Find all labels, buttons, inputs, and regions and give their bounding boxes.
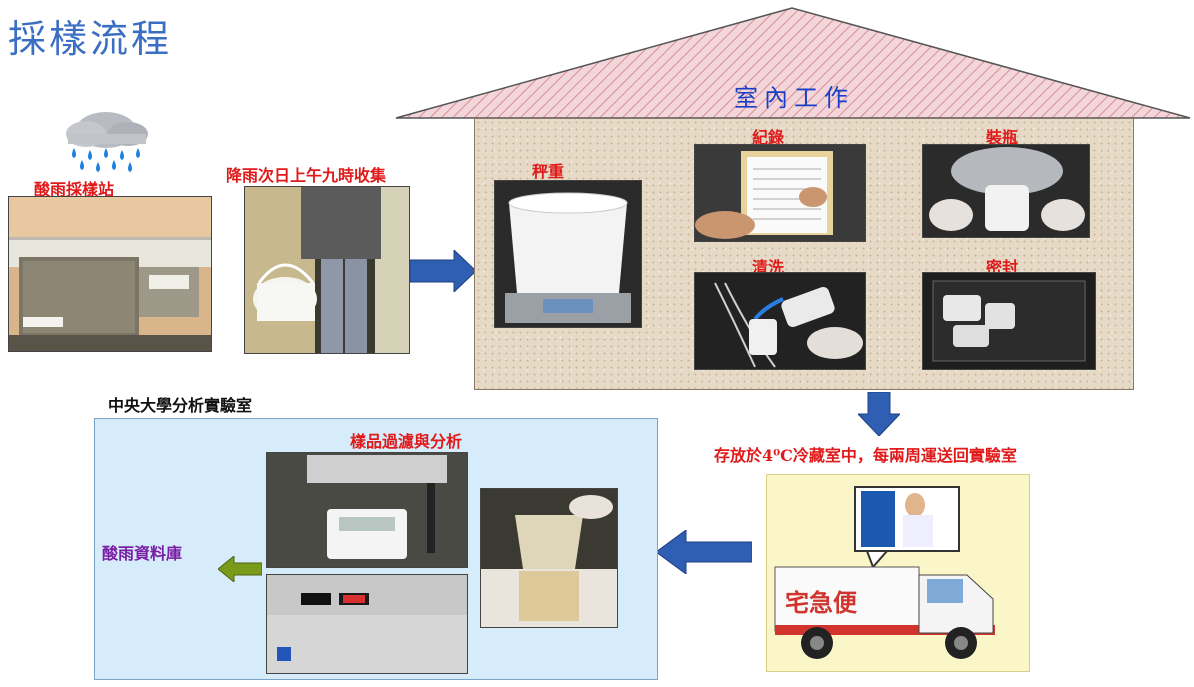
rain-cloud-icon <box>66 112 148 172</box>
arrow-right-icon <box>410 250 477 292</box>
page-title: 採樣流程 <box>8 17 173 61</box>
storage-label: 存放於4⁰C冷藏室中，每兩周運送回實驗室 <box>714 446 1017 465</box>
arrow-left-green-icon <box>218 556 262 582</box>
truck-brand-text: 宅急便 <box>785 588 858 617</box>
filter-photo <box>480 488 618 628</box>
collector-photo <box>244 186 410 354</box>
collect-label: 降雨次日上午九時收集 <box>226 166 387 185</box>
station-photo <box>8 196 212 352</box>
delivery-panel: 宅急便 <box>766 474 1030 672</box>
ph-meter-photo <box>266 452 468 568</box>
weigh-photo <box>494 180 642 328</box>
analyzer-photo <box>266 574 468 674</box>
database-label: 酸雨資料庫 <box>102 544 183 563</box>
wash-photo <box>694 272 866 370</box>
step-bottle-label: 裝瓶 <box>986 128 1019 147</box>
analysis-label: 樣品過濾與分析 <box>350 432 463 451</box>
bottle-photo <box>922 144 1090 238</box>
arrow-left-icon <box>656 530 752 574</box>
step-weigh-label: 秤重 <box>532 162 565 181</box>
house-title: 室內工作 <box>734 84 854 112</box>
station-label: 酸雨採樣站 <box>34 180 115 199</box>
record-photo <box>694 144 866 242</box>
seal-photo <box>922 272 1096 370</box>
lab-name: 中央大學分析實驗室 <box>108 396 253 415</box>
delivery-truck-image: 宅急便 <box>774 486 995 659</box>
arrow-down-icon <box>858 392 900 436</box>
step-record-label: 紀錄 <box>752 128 785 147</box>
